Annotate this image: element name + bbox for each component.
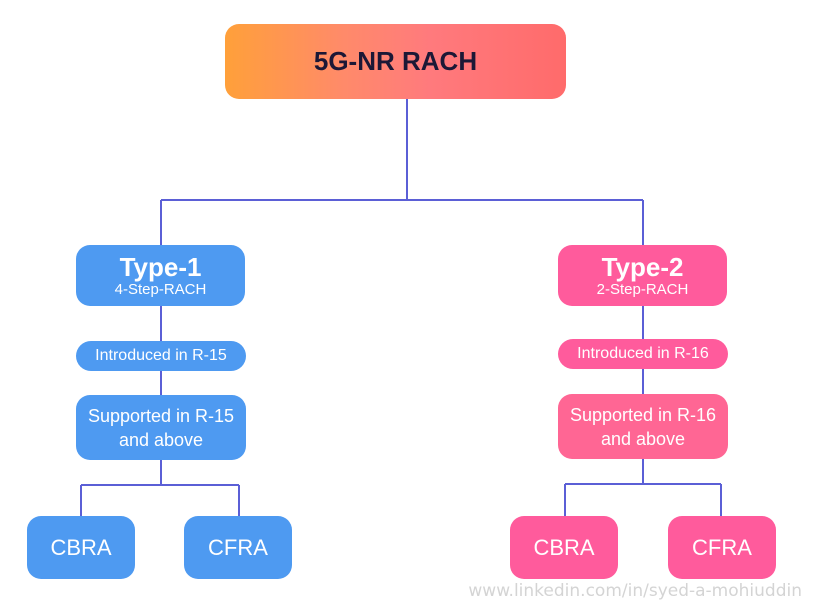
type1-cbra-node: CBRA — [27, 516, 135, 579]
type1-node: Type-1 4-Step-RACH — [76, 245, 245, 306]
type2-cbra-label: CBRA — [533, 534, 595, 560]
type1-cbra-label: CBRA — [50, 534, 112, 560]
type1-supported-node: Supported in R-15 and above — [76, 395, 246, 460]
type2-subtitle: 2-Step-RACH — [596, 280, 689, 298]
type1-subtitle: 4-Step-RACH — [114, 280, 207, 298]
type2-supported-line1: Supported in R-16 — [569, 404, 717, 425]
type2-supported-node: Supported in R-16 and above — [558, 394, 728, 459]
type1-introduced-label: Introduced in R-15 — [95, 347, 227, 364]
type2-introduced-node: Introduced in R-16 — [558, 339, 728, 369]
type2-cfra-node: CFRA — [668, 516, 776, 579]
root-label: 5G-NR RACH — [313, 46, 478, 76]
type2-title: Type-2 — [601, 251, 684, 282]
type1-cfra-node: CFRA — [184, 516, 292, 579]
root-node: 5G-NR RACH — [225, 24, 566, 99]
type2-supported-line2: and above — [600, 428, 686, 449]
type2-introduced-label: Introduced in R-16 — [577, 345, 709, 362]
watermark-text: www.linkedin.com/in/syed-a-mohiuddin — [468, 581, 802, 601]
type2-cbra-node: CBRA — [510, 516, 618, 579]
type1-cfra-label: CFRA — [208, 534, 268, 560]
type2-node: Type-2 2-Step-RACH — [558, 245, 727, 306]
type1-supported-line2: and above — [118, 429, 204, 450]
type1-supported-line1: Supported in R-15 — [87, 405, 235, 426]
type2-cfra-label: CFRA — [692, 534, 752, 560]
type1-introduced-node: Introduced in R-15 — [76, 341, 246, 371]
type1-title: Type-1 — [119, 251, 202, 282]
